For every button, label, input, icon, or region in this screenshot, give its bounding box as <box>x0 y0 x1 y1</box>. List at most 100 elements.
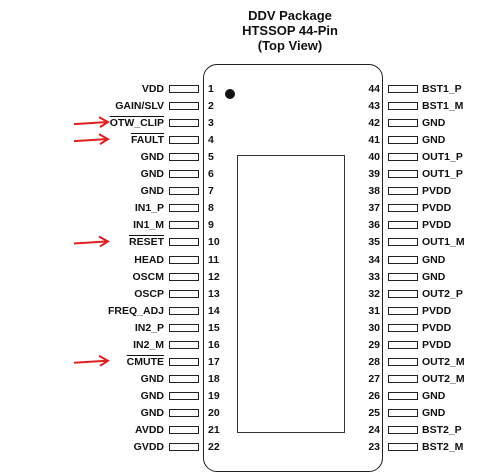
left-pin-number: 2 <box>208 100 214 113</box>
left-pin-label: OSCM <box>132 270 165 283</box>
pin1-marker-dot <box>225 89 235 99</box>
left-pin-number: 11 <box>208 253 220 266</box>
right-pin-label: GND <box>422 270 446 283</box>
right-pin-number: 30 <box>368 321 380 334</box>
left-pin-lead <box>169 443 199 452</box>
right-pin-lead <box>388 289 418 298</box>
left-pin-label: FREQ_ADJ <box>107 304 164 317</box>
left-pin-label: AVDD <box>135 424 164 436</box>
right-pin-lead <box>388 238 418 247</box>
right-pin-label: GND <box>422 134 446 147</box>
right-pin-lead <box>388 204 418 213</box>
left-pin-number: 4 <box>208 134 214 147</box>
left-pin-label: GND <box>140 406 164 419</box>
left-pin-label: HEAD <box>134 253 164 266</box>
right-pin-number: 29 <box>368 338 380 351</box>
right-pin-number: 44 <box>368 83 380 95</box>
right-pin-number: 38 <box>368 185 380 198</box>
red-arrow-icon <box>73 235 110 248</box>
left-pin-lead <box>169 340 199 349</box>
left-pin-number: 9 <box>208 219 214 232</box>
right-pin-label: OUT1_M <box>422 236 465 249</box>
view-label: (Top View) <box>257 38 323 53</box>
red-arrow-icon <box>73 116 110 128</box>
package-subtitle: HTSSOP 44-Pin <box>242 23 338 38</box>
left-pin-lead <box>169 374 199 383</box>
left-pin-label: FAULT <box>130 134 164 147</box>
right-pin-number: 25 <box>368 406 380 419</box>
right-pin-number: 24 <box>368 424 380 436</box>
right-pin-number: 36 <box>368 219 380 232</box>
left-pin-label: GND <box>140 185 164 198</box>
left-pin-lead <box>169 306 199 315</box>
right-pin-label: GND <box>422 117 446 130</box>
left-pin-label: VDD <box>141 83 164 95</box>
right-pin-label: GND <box>422 406 446 419</box>
left-pin-lead <box>169 272 199 281</box>
left-pin-lead <box>169 170 199 179</box>
right-pin-number: 35 <box>368 236 380 249</box>
left-pin-number: 10 <box>208 236 220 249</box>
right-pin-label: OUT2_P <box>422 287 463 300</box>
right-pin-number: 28 <box>368 355 380 368</box>
left-pin-label: GND <box>140 168 164 181</box>
right-pin-lead <box>388 153 418 162</box>
right-pin-label: PVDD <box>422 321 452 334</box>
left-pin-lead <box>169 153 199 162</box>
left-pin-label: CMUTE <box>126 355 164 368</box>
red-arrow-icon <box>73 133 110 145</box>
right-pin-lead <box>388 136 418 145</box>
left-pin-number: 19 <box>208 389 220 402</box>
left-pin-label: OTW_CLIP <box>109 117 164 130</box>
left-pin-label: GVDD <box>133 441 164 454</box>
right-pin-lead <box>388 102 418 111</box>
left-pin-lead <box>169 426 199 434</box>
left-pin-lead <box>169 221 199 230</box>
right-pin-label: PVDD <box>422 304 452 317</box>
right-pin-label: OUT1_P <box>422 151 463 164</box>
right-pin-lead <box>388 306 418 315</box>
left-pin-lead <box>169 136 199 145</box>
right-pin-number: 43 <box>368 100 380 113</box>
right-pin-label: PVDD <box>422 202 452 215</box>
left-pin-number: 17 <box>208 355 220 368</box>
left-pin-number: 18 <box>208 372 220 385</box>
left-pin-number: 7 <box>208 185 214 198</box>
right-pin-label: GND <box>422 253 446 266</box>
left-pin-lead <box>169 85 199 93</box>
package-title: DDV Package <box>248 8 332 23</box>
left-pin-lead <box>169 238 199 247</box>
left-pin-lead <box>169 204 199 213</box>
thermal-pad <box>237 155 345 433</box>
right-pin-label: BST2_P <box>422 424 462 436</box>
red-arrow-icon <box>73 354 110 367</box>
left-pin-number: 8 <box>208 202 214 215</box>
right-pin-number: 23 <box>368 441 380 454</box>
left-pin-lead <box>169 255 199 264</box>
right-pin-number: 37 <box>368 202 380 215</box>
right-pin-lead <box>388 187 418 196</box>
right-pin-label: BST1_P <box>422 83 462 95</box>
left-pin-lead <box>169 187 199 196</box>
right-pin-label: BST2_M <box>422 441 464 454</box>
left-pin-number: 21 <box>208 424 220 436</box>
left-pin-label: GND <box>140 372 164 385</box>
right-pin-label: OUT2_M <box>422 355 465 368</box>
right-pin-lead <box>388 221 418 230</box>
left-pin-label: OSCP <box>134 287 164 300</box>
left-pin-number: 12 <box>208 270 220 283</box>
left-pin-number: 22 <box>208 441 220 454</box>
right-pin-label: PVDD <box>422 219 452 232</box>
left-pin-lead <box>169 357 199 366</box>
left-pin-number: 16 <box>208 338 220 351</box>
left-pin-lead <box>169 289 199 298</box>
right-pin-lead <box>388 323 418 332</box>
left-pin-label: GND <box>140 389 164 402</box>
right-pin-number: 40 <box>368 151 380 164</box>
right-pin-lead <box>388 391 418 400</box>
left-pin-number: 20 <box>208 406 220 419</box>
left-pin-number: 1 <box>208 83 214 95</box>
right-pin-number: 31 <box>368 304 380 317</box>
left-pin-number: 15 <box>208 321 220 334</box>
